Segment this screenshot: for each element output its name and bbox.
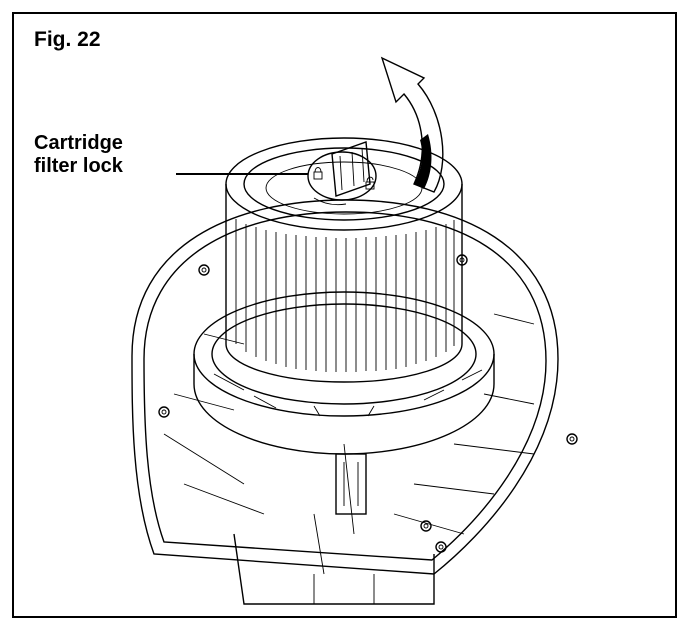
rotation-arrow-icon [380,56,444,193]
filter-illustration [131,56,578,605]
callout-line-1: Cartridge [34,132,123,154]
callout-line-2: filter lock [34,155,123,177]
figure-frame: Fig. 22 Cartridge filter lock [12,12,677,618]
figure-label: Fig. 22 [34,28,101,51]
filter-support-ring [193,291,495,455]
unlock-icon [365,176,375,190]
filter-pleats [235,219,455,372]
lock-icon [313,167,323,180]
filter-lock-knob [307,141,377,206]
cartridge-filter [225,137,463,383]
callout-label: Cartridge filter lock [34,132,194,178]
